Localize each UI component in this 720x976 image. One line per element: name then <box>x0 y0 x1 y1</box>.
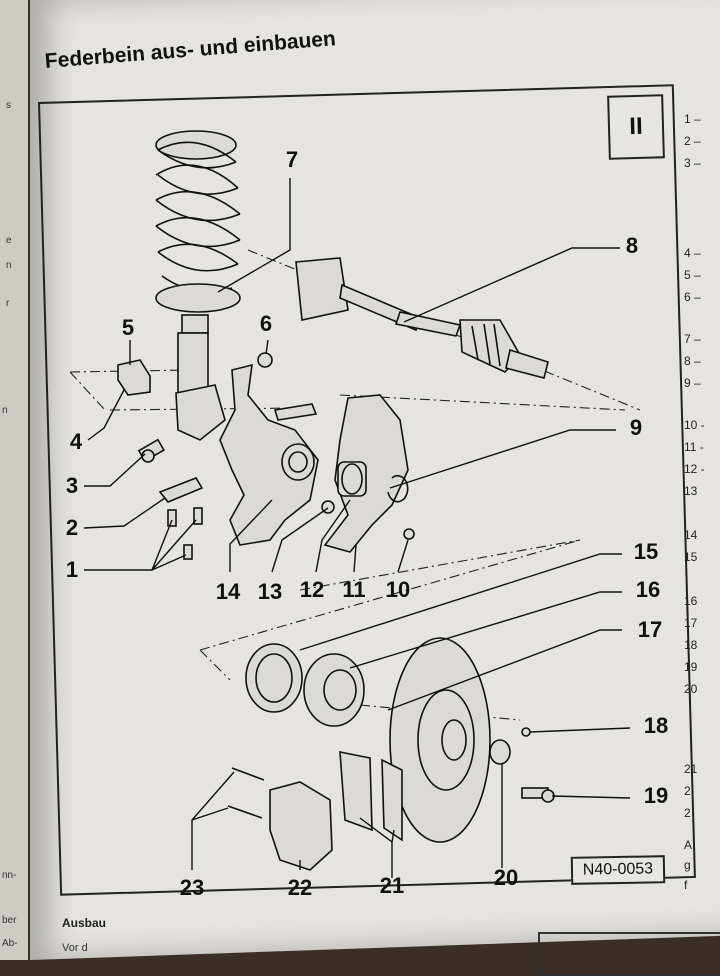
legend-item: g <box>684 858 691 872</box>
callout-18: 18 <box>643 713 669 738</box>
brake-hose-bracket <box>158 477 204 503</box>
callout-3: 3 <box>65 473 79 498</box>
legend-item: 6 – <box>684 290 701 304</box>
brake-disc <box>389 637 491 843</box>
callout-21: 21 <box>379 873 405 898</box>
legend-item: f <box>684 878 688 892</box>
legend-item: 12 - <box>684 462 705 476</box>
legend-item: 7 – <box>684 332 701 346</box>
wheel-bearing-housing <box>219 363 319 546</box>
leader-lines <box>83 178 631 878</box>
circlip <box>387 474 409 503</box>
wheel-hub <box>303 653 365 727</box>
legend-item: 9 – <box>684 376 701 390</box>
legend-item: 2 <box>684 784 691 798</box>
figure-reference-code: N40-0053 <box>570 855 666 885</box>
drive-shaft <box>295 257 549 379</box>
callout-11: 11 <box>342 577 366 602</box>
callout-16: 16 <box>635 577 661 602</box>
legend-item: 17 <box>684 616 698 630</box>
legend-item: 8 – <box>684 354 701 368</box>
disc-screw <box>521 727 531 737</box>
section-text: Vor d <box>62 942 88 954</box>
legend-item: 18 <box>684 638 698 652</box>
legend-item: 2 – <box>684 134 701 148</box>
margin-fragment: Ab- <box>2 938 18 949</box>
screw <box>403 528 415 540</box>
hub-bolt <box>521 787 555 803</box>
legend-item: 10 - <box>684 418 705 432</box>
legend-item: 1 – <box>684 112 701 126</box>
legend-item: 5 – <box>684 268 701 282</box>
callout-13: 13 <box>257 579 283 604</box>
coil-spring <box>155 130 241 313</box>
callout-22: 22 <box>287 875 313 900</box>
hub-nut <box>489 739 511 765</box>
callout-5: 5 <box>121 315 135 340</box>
legend-item: 13 <box>684 484 698 498</box>
callout-1: 1 <box>65 557 79 582</box>
margin-fragment: n <box>2 405 8 416</box>
guide-bolts <box>227 767 265 819</box>
margin-fragment: ber <box>2 915 17 926</box>
hex-nut <box>257 352 273 368</box>
brake-caliper <box>269 781 333 871</box>
legend-item: 2 <box>684 806 691 820</box>
callout-14: 14 <box>215 579 241 604</box>
bracket-bolts <box>167 507 203 560</box>
adjacent-page-edge: s e n r n nn- ber Ab- <box>0 0 28 960</box>
legend-item: 19 <box>684 660 698 674</box>
legend-item: A <box>684 838 693 852</box>
callout-15: 15 <box>633 539 659 564</box>
margin-fragment: e <box>6 235 12 246</box>
callout-9: 9 <box>629 415 643 440</box>
callout-7: 7 <box>285 147 299 172</box>
callout-12: 12 <box>299 577 325 602</box>
callout-2: 2 <box>65 515 79 540</box>
bolt <box>137 438 165 463</box>
section-heading: Ausbau <box>62 916 107 930</box>
legend-item: 21 <box>684 762 698 776</box>
wheel-bearing <box>337 461 367 497</box>
legend-item: 15 <box>684 550 698 564</box>
legend-item: 3 – <box>684 156 701 170</box>
callout-4: 4 <box>69 429 83 454</box>
callout-8: 8 <box>625 233 639 258</box>
callout-10: 10 <box>385 577 411 602</box>
brake-pad-outer <box>381 758 403 842</box>
brake-pad-inner <box>339 751 373 832</box>
margin-fragment: r <box>6 298 10 309</box>
callout-6: 6 <box>259 311 273 336</box>
callout-17: 17 <box>637 617 663 642</box>
shock-absorber <box>175 314 226 441</box>
abs-rotor <box>245 643 303 713</box>
note-box <box>538 932 720 976</box>
callout-23: 23 <box>179 875 205 900</box>
callout-19: 19 <box>643 783 669 808</box>
callout-20: 20 <box>493 865 519 890</box>
legend-item: 20 <box>684 682 698 696</box>
legend-item: 14 <box>684 528 698 542</box>
margin-fragment: s <box>6 100 11 111</box>
abs-sensor <box>117 359 151 396</box>
legend-item: 16 <box>684 594 698 608</box>
legend-item: 11 - <box>684 440 704 454</box>
legend-item: 4 – <box>684 246 701 260</box>
margin-fragment: n <box>6 260 12 271</box>
margin-fragment: nn- <box>2 870 17 881</box>
